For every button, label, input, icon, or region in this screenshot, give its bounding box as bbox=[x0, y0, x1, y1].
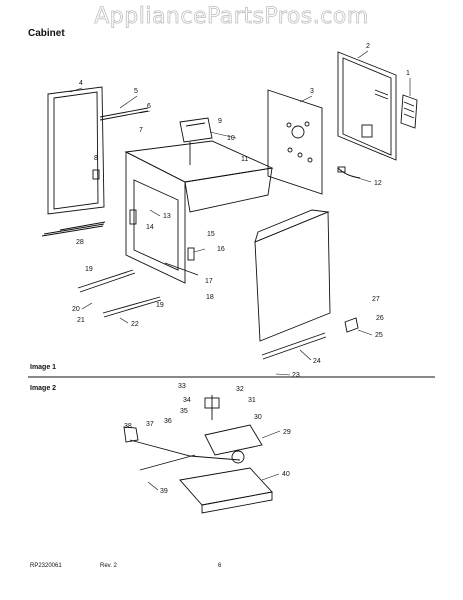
part-rail-upper bbox=[77, 269, 134, 289]
callout-37: 37 bbox=[146, 421, 154, 428]
part-lower-rail bbox=[164, 262, 199, 276]
part-rating-plate bbox=[400, 94, 418, 129]
callout-6: 6 bbox=[147, 103, 151, 110]
part-hinge bbox=[129, 209, 137, 225]
callout-33: 33 bbox=[178, 383, 186, 390]
callout-28: 28 bbox=[76, 239, 84, 246]
callout-31: 31 bbox=[248, 397, 256, 404]
doc-number: RP2320061 bbox=[30, 563, 62, 569]
callout-7: 7 bbox=[139, 127, 143, 134]
callout-29: 29 bbox=[283, 429, 291, 436]
revision: Rev. 2 bbox=[100, 563, 117, 569]
part-rail-lower bbox=[102, 296, 161, 314]
callout-numbers: 1 2 3 4 5 6 7 8 9 10 11 12 13 14 15 16 1… bbox=[72, 43, 410, 495]
section-title: Cabinet bbox=[28, 28, 65, 39]
callout-25: 25 bbox=[375, 332, 383, 339]
part-rear-panel bbox=[267, 89, 323, 195]
part-clip bbox=[92, 169, 100, 180]
part-strip bbox=[99, 107, 149, 118]
image2-label: Image 2 bbox=[30, 385, 57, 392]
callout-40: 40 bbox=[282, 471, 290, 478]
callout-35: 35 bbox=[180, 408, 188, 415]
part-right-side-panel bbox=[254, 209, 331, 342]
callout-14: 14 bbox=[146, 224, 154, 231]
callout-8: 8 bbox=[94, 155, 98, 162]
callout-10: 10 bbox=[227, 135, 235, 142]
image1-label: Image 1 bbox=[30, 364, 57, 371]
callout-17: 17 bbox=[205, 278, 213, 285]
callout-19b: 19 bbox=[156, 302, 164, 309]
callout-9: 9 bbox=[218, 118, 222, 125]
callout-23: 23 bbox=[292, 372, 300, 379]
part-left-frame bbox=[43, 86, 106, 235]
callout-3: 3 bbox=[310, 88, 314, 95]
part-rail-bottom-left bbox=[41, 225, 104, 237]
callout-19a: 19 bbox=[85, 266, 93, 273]
callout-2: 2 bbox=[366, 43, 370, 50]
callout-36: 36 bbox=[164, 418, 172, 425]
leader-lines bbox=[69, 50, 411, 491]
callout-22: 22 bbox=[131, 321, 139, 328]
callout-4: 4 bbox=[79, 80, 83, 87]
callout-15: 15 bbox=[207, 231, 215, 238]
callout-39: 39 bbox=[160, 488, 168, 495]
part-back-panel bbox=[337, 51, 397, 161]
part-top-bracket bbox=[179, 117, 213, 165]
callout-16: 16 bbox=[217, 246, 225, 253]
callout-5: 5 bbox=[134, 88, 138, 95]
part-cavity-frame bbox=[124, 140, 274, 284]
callout-21: 21 bbox=[77, 317, 85, 324]
callout-11: 11 bbox=[241, 156, 248, 163]
callout-26: 26 bbox=[376, 315, 384, 322]
part-bottom-rail bbox=[261, 332, 326, 356]
callout-38: 38 bbox=[124, 423, 132, 430]
part-anti-tip-bracket bbox=[344, 317, 359, 333]
callout-1: 1 bbox=[406, 70, 410, 77]
part-igniter-tube bbox=[123, 426, 241, 471]
callout-12: 12 bbox=[374, 180, 382, 187]
part-side-bracket bbox=[187, 247, 195, 261]
part-gas-valve-assembly bbox=[179, 395, 273, 514]
callout-27: 27 bbox=[372, 296, 380, 303]
callout-13: 13 bbox=[163, 213, 171, 220]
part-power-cord bbox=[337, 166, 361, 179]
callout-24: 24 bbox=[313, 358, 321, 365]
callout-18: 18 bbox=[206, 294, 214, 301]
callout-30: 30 bbox=[254, 414, 262, 421]
watermark: AppliancePartsPros.com bbox=[94, 4, 369, 30]
page-number: 6 bbox=[218, 563, 222, 569]
callout-20: 20 bbox=[72, 306, 80, 313]
callout-32: 32 bbox=[236, 386, 244, 393]
callout-34: 34 bbox=[183, 397, 191, 404]
